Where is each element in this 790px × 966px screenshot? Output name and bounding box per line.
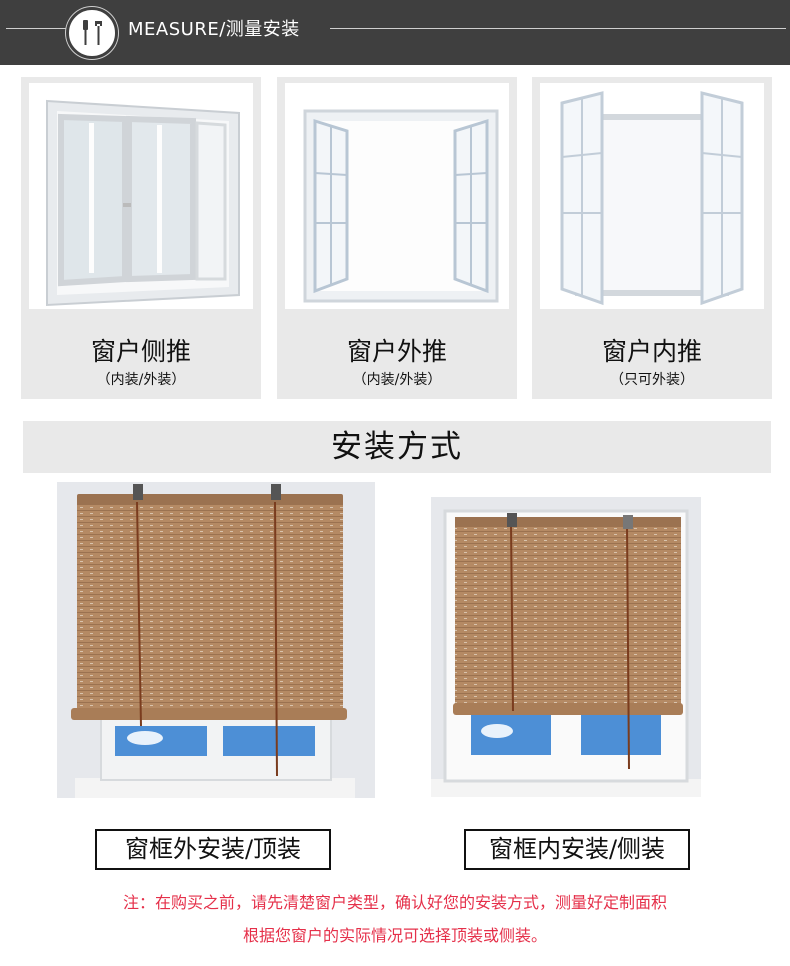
window-type-name: 窗户侧推 (90, 337, 191, 366)
note-line-1: 注：在购买之前，请先清楚窗户类型，确认好您的安装方式，测量好定制面积 (122, 893, 667, 912)
window-type-note: （只可外装） (610, 372, 694, 388)
inward-window-image (540, 83, 764, 309)
sliding-window-image (29, 83, 253, 309)
tools-icon (83, 20, 102, 45)
inside-mount-image (431, 497, 701, 797)
install-section-title: 安装方式 (331, 429, 463, 465)
window-type-name: 窗户外推 (346, 337, 447, 366)
header-title: MEASURE/测量安装 (128, 19, 300, 40)
window-type-name: 窗户内推 (601, 337, 702, 366)
window-type-note: （内装/外装） (352, 372, 442, 388)
window-type-card-sliding: 窗户侧推 （内装/外装） (21, 77, 261, 399)
section-header: MEASURE/测量安装 (0, 0, 790, 65)
tools-badge (66, 7, 118, 59)
note-line-2: 根据您窗户的实际情况可选择顶装或侧装。 (242, 926, 547, 945)
window-type-card-outward: 窗户外推 （内装/外装） (277, 77, 517, 399)
inside-mount-label: 窗框内安装/侧装 (464, 829, 690, 870)
header-rule-left (6, 28, 66, 29)
outside-mount-label: 窗框外安装/顶装 (95, 829, 331, 870)
header-rule-right (330, 28, 786, 29)
window-type-card-inward: 窗户内推 （只可外装） (532, 77, 772, 399)
window-type-note: （内装/外装） (96, 372, 186, 388)
outward-window-image (285, 83, 509, 309)
outside-mount-image (57, 482, 375, 798)
install-section-banner: 安装方式 (23, 421, 771, 473)
